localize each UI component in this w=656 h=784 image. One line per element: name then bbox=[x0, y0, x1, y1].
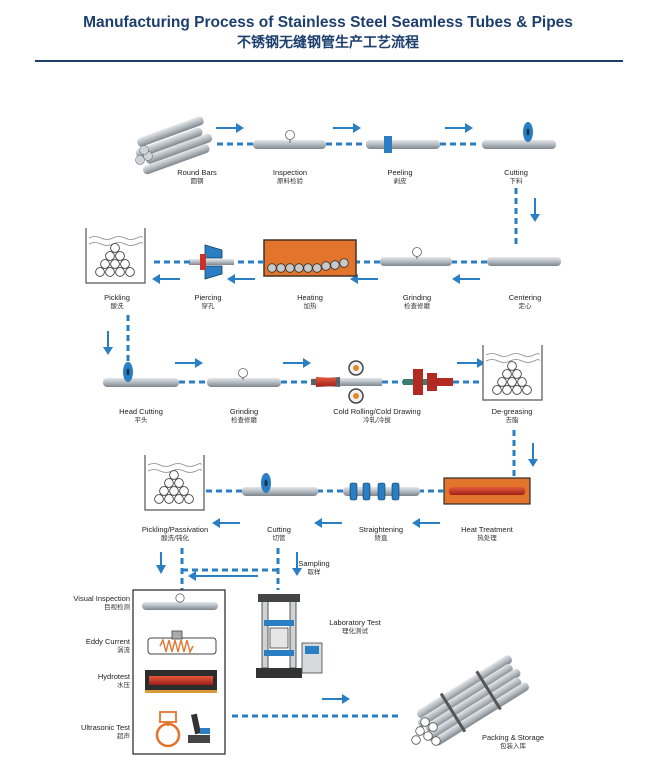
flow-arrow bbox=[227, 274, 255, 284]
eddy-current-icon bbox=[147, 630, 217, 655]
furnace-icon bbox=[263, 239, 357, 277]
grinding-bar-icon bbox=[207, 368, 281, 387]
piercing-icon bbox=[189, 244, 234, 280]
heat-treatment-furnace-icon bbox=[443, 477, 531, 505]
grinding-bar-icon bbox=[380, 247, 452, 266]
flow-arrow bbox=[452, 274, 480, 284]
flow-arrow bbox=[216, 123, 244, 133]
flow-arrow bbox=[283, 358, 311, 368]
flow-arrow bbox=[350, 274, 378, 284]
cold-drawing-icon bbox=[403, 369, 453, 395]
flow-arrow bbox=[188, 571, 258, 581]
laboratory-test-machine-icon bbox=[256, 594, 323, 678]
hydrotest-icon bbox=[145, 670, 217, 693]
degreasing-tank-icon bbox=[482, 345, 543, 401]
page-title: Manufacturing Process of Stainless Steel… bbox=[83, 14, 573, 31]
flow-arrow bbox=[175, 358, 203, 368]
flow-arrow bbox=[103, 331, 113, 355]
pickling-passivation-tank-icon bbox=[144, 455, 205, 511]
inspection-bar-icon bbox=[253, 130, 326, 149]
title-divider bbox=[35, 60, 623, 62]
flow-arrow bbox=[322, 694, 350, 704]
head-cutting-icon bbox=[103, 362, 179, 387]
pickling-tank-icon bbox=[85, 228, 146, 284]
page-subtitle: 不锈钢无缝钢管生产工艺流程 bbox=[237, 34, 419, 50]
cold-rolling-icon bbox=[311, 360, 382, 404]
flow-arrow bbox=[156, 552, 166, 574]
flow-arrow bbox=[152, 274, 180, 284]
centering-bar-icon bbox=[487, 257, 561, 266]
cutting-icon bbox=[242, 473, 318, 496]
peeling-icon bbox=[366, 136, 440, 153]
flow-arrow bbox=[445, 123, 473, 133]
visual-inspection-icon bbox=[142, 593, 218, 610]
packing-bundle-icon bbox=[411, 655, 529, 746]
cutting-icon bbox=[482, 122, 556, 149]
flow-arrow bbox=[212, 518, 240, 528]
flow-arrow bbox=[528, 443, 538, 467]
flow-arrow bbox=[314, 518, 342, 528]
flow-arrow bbox=[457, 358, 485, 368]
flow-arrow bbox=[333, 123, 361, 133]
straightening-icon bbox=[343, 482, 420, 501]
flow-arrow bbox=[412, 518, 440, 528]
ultrasonic-test-icon bbox=[155, 711, 210, 748]
flow-arrow bbox=[530, 198, 540, 222]
round-bars-icon bbox=[135, 116, 213, 175]
inspection-box bbox=[132, 589, 226, 755]
flow-arrow bbox=[292, 552, 302, 576]
